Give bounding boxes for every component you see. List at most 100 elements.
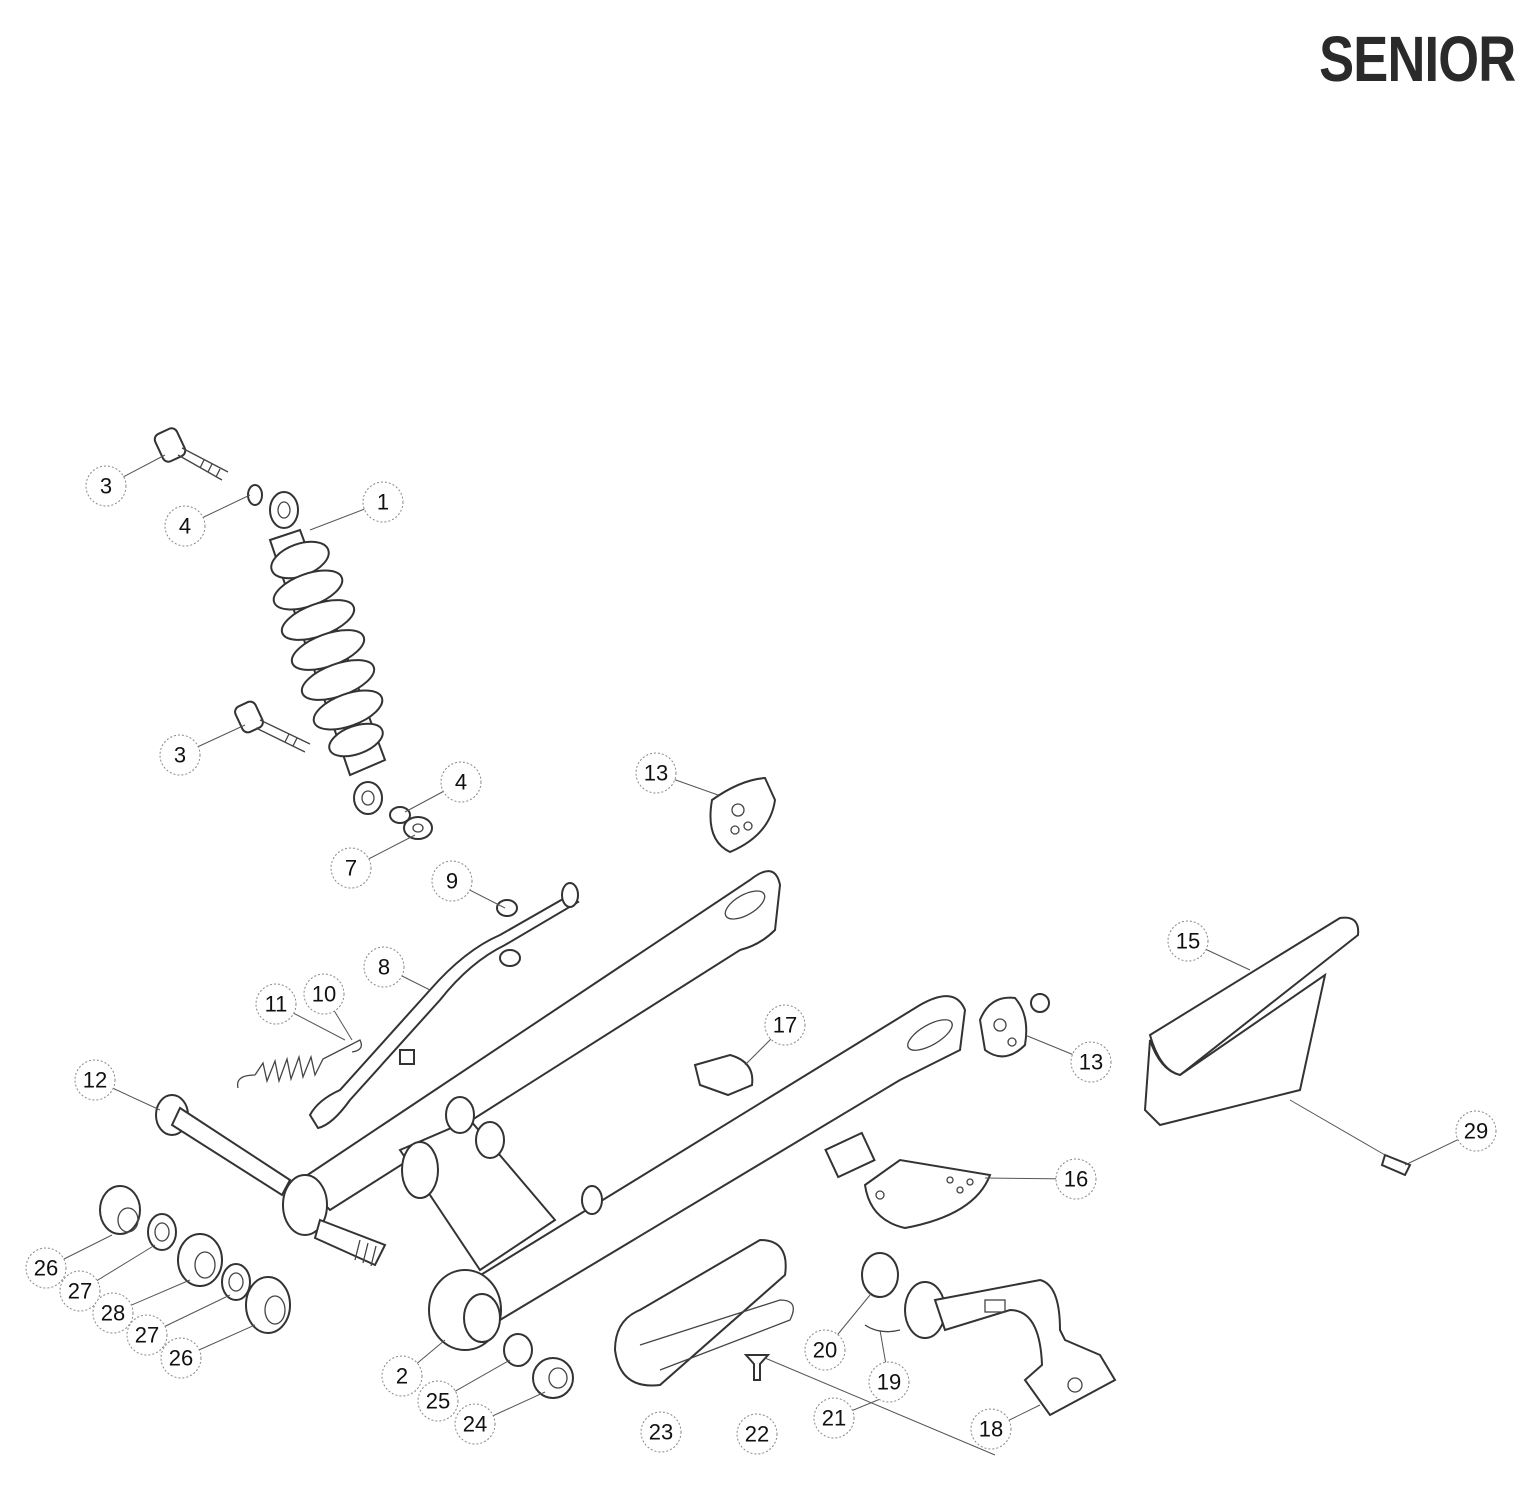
callout-circle	[764, 1004, 806, 1046]
return-spring	[236, 1039, 363, 1089]
callout-circle	[164, 505, 206, 547]
callout-circle	[74, 1059, 116, 1101]
callout-circle	[92, 1292, 134, 1334]
part-callout: 9	[431, 860, 473, 902]
callout-circle	[25, 1247, 67, 1289]
part-callout: 3	[159, 734, 201, 776]
part-callout: 2	[381, 1355, 423, 1397]
callout-number: 10	[312, 982, 336, 1007]
callout-circle	[255, 983, 297, 1025]
part-callout: 19	[868, 1361, 910, 1403]
shock-absorber	[268, 491, 387, 815]
callout-circle	[1070, 1041, 1112, 1083]
part-callout: 4	[440, 761, 482, 803]
adjuster-plate-lower	[978, 993, 1050, 1058]
callout-circle	[85, 465, 127, 507]
part-callout: 25	[417, 1380, 459, 1422]
adjuster-plate-upper	[709, 776, 777, 854]
nut-24	[532, 1357, 574, 1399]
callout-circle	[381, 1355, 423, 1397]
leader-line	[764, 1357, 996, 1456]
callout-number: 26	[169, 1346, 193, 1371]
callout-number: 3	[100, 474, 112, 499]
callout-circle	[160, 1337, 202, 1379]
chain-guard	[1143, 916, 1360, 1127]
callout-number: 19	[877, 1370, 901, 1395]
part-callout: 18	[970, 1408, 1012, 1450]
part-callout: 29	[1455, 1110, 1497, 1152]
washer-25	[503, 1333, 533, 1367]
callout-circle	[1455, 1110, 1497, 1152]
part-callout: 23	[640, 1411, 682, 1453]
callout-circle	[59, 1270, 101, 1312]
part-callout: 10	[303, 973, 345, 1015]
callout-circle	[970, 1408, 1012, 1450]
part-callout: 11	[255, 983, 297, 1025]
callout-number: 4	[455, 770, 467, 795]
bolt-29	[1380, 1153, 1412, 1177]
part-callout: 17	[764, 1004, 806, 1046]
bolt-upper	[153, 427, 229, 481]
callout-circle	[363, 946, 405, 988]
part-callout: 16	[1055, 1158, 1097, 1200]
leader-line	[1289, 1099, 1386, 1156]
screw-22	[743, 1354, 771, 1381]
callout-number: 2	[396, 1364, 408, 1389]
callout-number: 9	[446, 869, 458, 894]
swing-arm	[282, 870, 967, 1351]
part-callout: 15	[1167, 920, 1209, 962]
part-callout: 4	[164, 505, 206, 547]
callout-labels: 3413471398101112171513291626272827262252…	[25, 465, 1497, 1455]
callout-number: 18	[979, 1417, 1003, 1442]
washer-upper	[247, 484, 263, 506]
callout-circle	[868, 1361, 910, 1403]
bracket-plate	[863, 1158, 992, 1230]
callout-circle	[804, 1329, 846, 1371]
callout-number: 16	[1064, 1167, 1088, 1192]
brake-pedal	[861, 1252, 1117, 1417]
callout-number: 13	[1079, 1050, 1103, 1075]
callout-number: 23	[649, 1420, 673, 1445]
model-title: SENIOR	[1318, 23, 1516, 95]
callout-circle	[303, 973, 345, 1015]
nut	[403, 816, 433, 840]
part-callout: 13	[635, 752, 677, 794]
part-callout: 26	[25, 1247, 67, 1289]
callout-circle	[440, 761, 482, 803]
callout-number: 1	[377, 490, 389, 515]
callout-circle	[159, 734, 201, 776]
chain-slider	[613, 1238, 794, 1387]
brake-rod	[308, 882, 580, 1130]
part-callout: 27	[59, 1270, 101, 1312]
callout-number: 24	[463, 1412, 487, 1437]
part-callout: 26	[160, 1337, 202, 1379]
callout-circle	[362, 481, 404, 523]
callout-circle	[1167, 920, 1209, 962]
callout-number: 12	[83, 1068, 107, 1093]
callout-circle	[635, 752, 677, 794]
part-callout: 21	[813, 1397, 855, 1439]
callout-circle	[736, 1413, 778, 1455]
callout-number: 3	[174, 743, 186, 768]
callout-circle	[454, 1403, 496, 1445]
callout-number: 13	[644, 761, 668, 786]
callout-number: 8	[378, 955, 390, 980]
part-callout: 28	[92, 1292, 134, 1334]
part-callout: 20	[804, 1329, 846, 1371]
part-callout: 12	[74, 1059, 116, 1101]
chain-guide-clip	[693, 1053, 754, 1097]
callout-number: 21	[822, 1406, 846, 1431]
part-callout: 8	[363, 946, 405, 988]
callout-number: 22	[745, 1422, 769, 1447]
bolt-lower	[234, 700, 311, 753]
callout-number: 29	[1464, 1119, 1488, 1144]
callout-number: 25	[426, 1389, 450, 1414]
callout-number: 7	[345, 856, 357, 881]
callout-circle	[813, 1397, 855, 1439]
callout-circle	[126, 1314, 168, 1356]
part-callout: 1	[362, 481, 404, 523]
part-callout: 13	[1070, 1041, 1112, 1083]
pivot-axle	[155, 1094, 387, 1267]
callout-circle	[1055, 1158, 1097, 1200]
